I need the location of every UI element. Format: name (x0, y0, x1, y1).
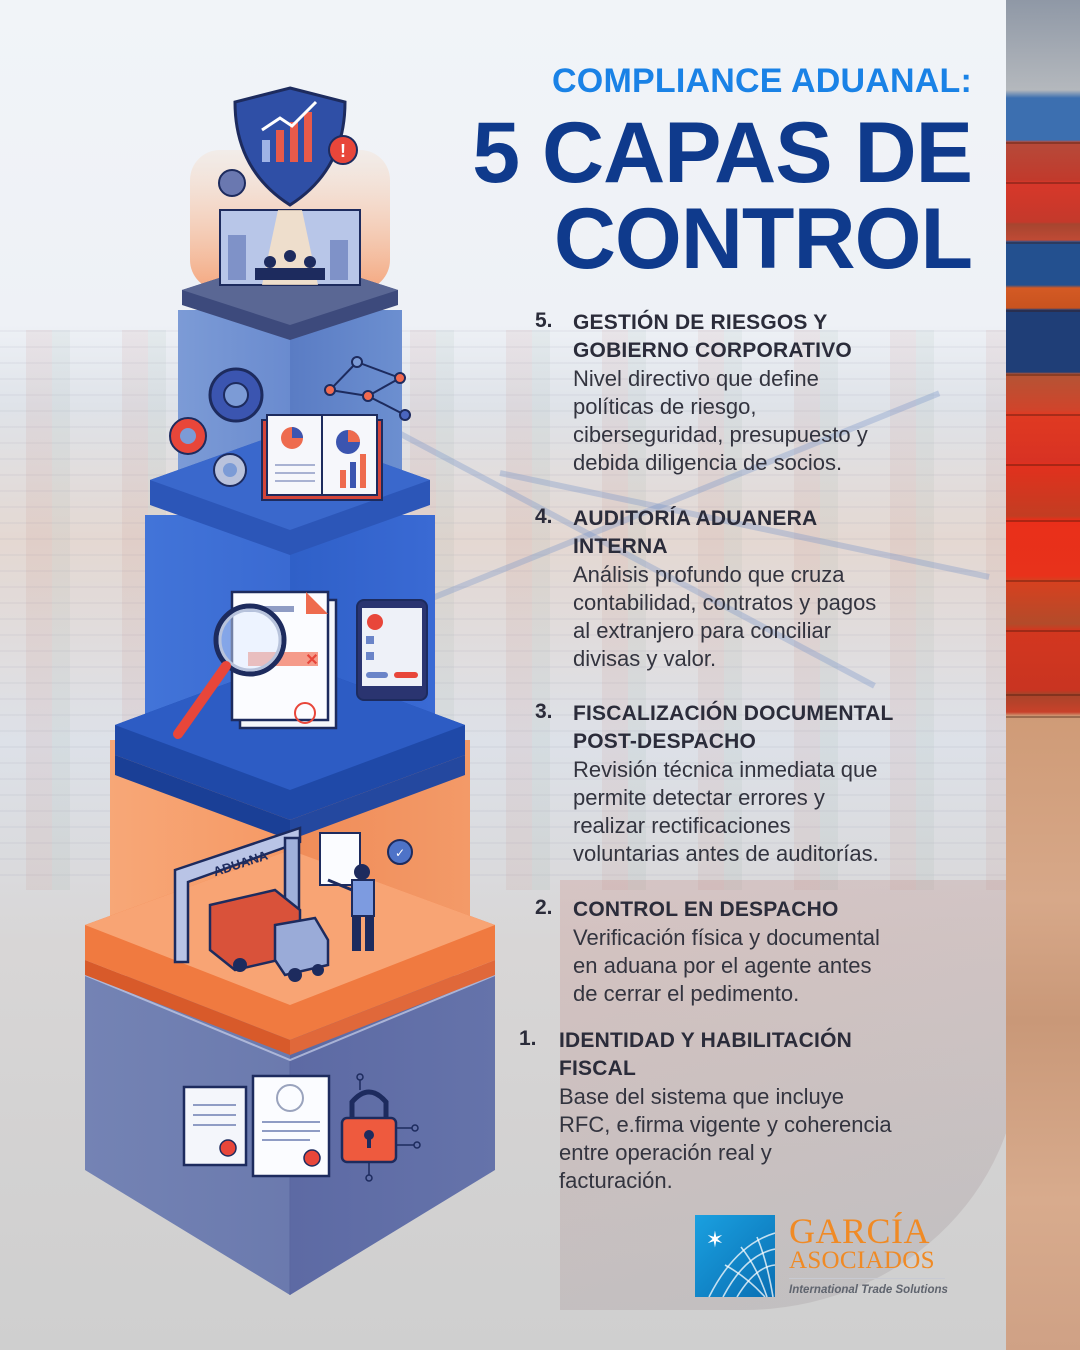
layer-number: 5. (535, 309, 553, 332)
page-title-line-1: 5 CAPAS DE (472, 105, 973, 201)
boardroom-icon (219, 209, 361, 286)
tablet-checklist-icon (356, 599, 428, 701)
layer-item-4: 4. AUDITORÍA ADUANERA INTERNA Análisis p… (535, 505, 973, 673)
header-subtitle: COMPLIANCE ADUANAL: (552, 62, 972, 100)
shield-chart-icon: ! (218, 86, 358, 207)
truck-icon (208, 888, 330, 982)
svg-text:!: ! (340, 141, 346, 161)
layer-heading: CONTROL EN DESPACHO (573, 898, 839, 921)
network-icon (324, 356, 411, 421)
layer-number: 2. (535, 896, 553, 919)
layer-heading: AUDITORÍA ADUANERA INTERNA (573, 507, 818, 558)
svg-text:✕: ✕ (305, 652, 318, 669)
svg-text:✓: ✓ (395, 846, 405, 860)
certificate-document-icon (182, 1074, 331, 1178)
container-stack-photo-strip (1006, 0, 1080, 1350)
logo-tagline: International Trade Solutions (789, 1284, 948, 1296)
layer-number: 4. (535, 505, 553, 528)
padlock-circuit-icon (340, 1073, 421, 1182)
document-icon: ✕ (230, 590, 338, 730)
ship-hull (560, 880, 1006, 1310)
page-title-line-2: CONTROL (553, 191, 973, 287)
logo-divider (789, 1278, 945, 1279)
layer-heading: IDENTIDAD Y HABILITACIÓN FISCAL (559, 1029, 852, 1080)
globe-star-logo-icon: ✶ (695, 1215, 775, 1297)
five-layer-tower-illustration: ! ✕ (84, 86, 496, 1295)
layer-item-2: 2. CONTROL EN DESPACHO Verificación físi… (535, 896, 993, 1008)
layer-item-1: 1. IDENTIDAD Y HABILITACIÓN FISCAL Base … (519, 1027, 979, 1195)
page-title: 5 CAPAS DE CONTROL (472, 105, 973, 287)
logo-name-line-1: GARCÍA (789, 1211, 931, 1251)
svg-text:✶: ✶ (706, 1228, 724, 1253)
layer-number: 3. (535, 700, 553, 723)
layer-heading: GESTIÓN DE RIESGOS Y GOBIERNO CORPORATIV… (573, 311, 852, 362)
open-book-report-icon (261, 414, 383, 501)
company-logo: ✶ GARCÍA ASOCIADOS International Trade S… (695, 1211, 955, 1305)
magnifying-glass-icon (173, 603, 287, 739)
layer-item-3: 3. FISCALIZACIÓN DOCUMENTAL POST-DESPACH… (535, 700, 993, 868)
gears-icon (169, 367, 264, 487)
customs-officer-icon: ✓ (319, 832, 413, 951)
layer-heading: FISCALIZACIÓN DOCUMENTAL POST-DESPACHO (573, 702, 894, 753)
logo-name-line-2: ASOCIADOS (789, 1247, 935, 1274)
layer-item-5: 5. GESTIÓN DE RIESGOS Y GOBIERNO CORPORA… (535, 309, 973, 477)
layer-number: 1. (519, 1027, 537, 1050)
